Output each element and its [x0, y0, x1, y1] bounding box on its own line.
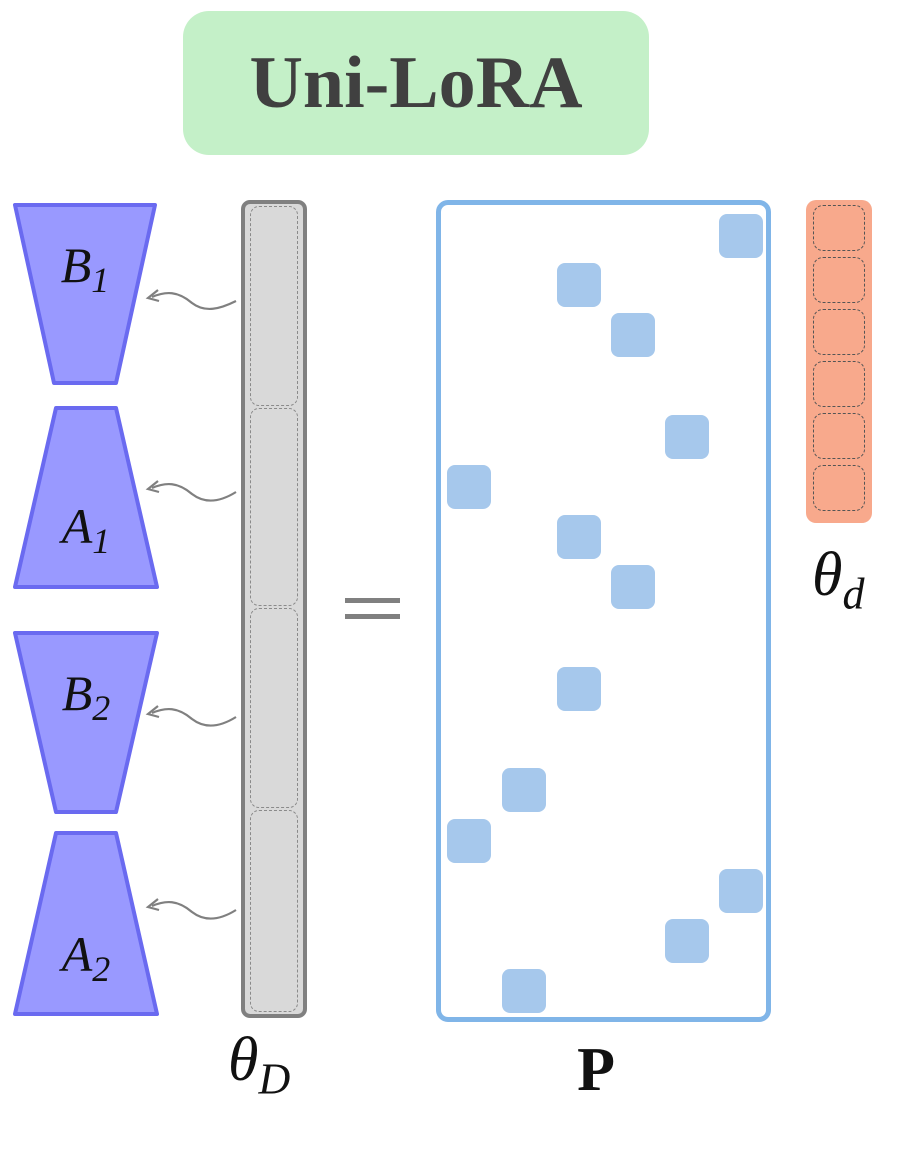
- lora-block-a1: A1: [12, 405, 160, 590]
- arrow-icon: [145, 289, 237, 310]
- matrix-cell: [719, 869, 763, 913]
- vector-segment: [250, 608, 298, 808]
- lora-label-a1: A1: [61, 498, 111, 561]
- lora-block-b1: B1: [12, 202, 158, 386]
- matrix-cell: [557, 263, 601, 307]
- lora-label-b1: B1: [60, 237, 110, 300]
- vector-slot: [813, 361, 865, 407]
- matrix-cell: [557, 667, 601, 711]
- matrix-cell: [665, 919, 709, 963]
- matrix-cell: [557, 515, 601, 559]
- matrix-cell: [611, 565, 655, 609]
- arrow-icon: [145, 705, 237, 727]
- projection-matrix: [436, 200, 771, 1022]
- matrix-cell: [719, 214, 763, 258]
- lora-block-a2: A2: [12, 830, 160, 1017]
- vector-slot: [813, 257, 865, 303]
- theta-small-vector: [806, 200, 872, 523]
- matrix-cell: [611, 313, 655, 357]
- matrix-cell: [502, 768, 546, 812]
- vector-segment: [250, 810, 298, 1012]
- lora-block-b2: B2: [12, 630, 160, 815]
- matrix-cell: [447, 465, 491, 509]
- vector-slot: [813, 465, 865, 511]
- matrix-cell: [665, 415, 709, 459]
- theta-small-label: θd: [812, 541, 865, 619]
- matrix-cell: [447, 819, 491, 863]
- arrow-icon: [145, 898, 237, 920]
- vector-slot: [813, 413, 865, 459]
- lora-label-b2: B2: [61, 665, 111, 728]
- lora-label-a2: A2: [61, 926, 111, 989]
- projection-label: P: [577, 1036, 615, 1104]
- title: Uni-LoRA: [249, 41, 583, 124]
- equals-sign: [345, 594, 400, 624]
- theta-big-vector: [241, 200, 307, 1018]
- arrow-icon: [145, 480, 237, 502]
- vector-segment: [250, 206, 298, 406]
- matrix-cell: [502, 969, 546, 1013]
- vector-segment: [250, 408, 298, 606]
- vector-slot: [813, 309, 865, 355]
- theta-big-label: θD: [228, 1026, 291, 1104]
- title-box: Uni-LoRA: [183, 11, 649, 155]
- vector-slot: [813, 205, 865, 251]
